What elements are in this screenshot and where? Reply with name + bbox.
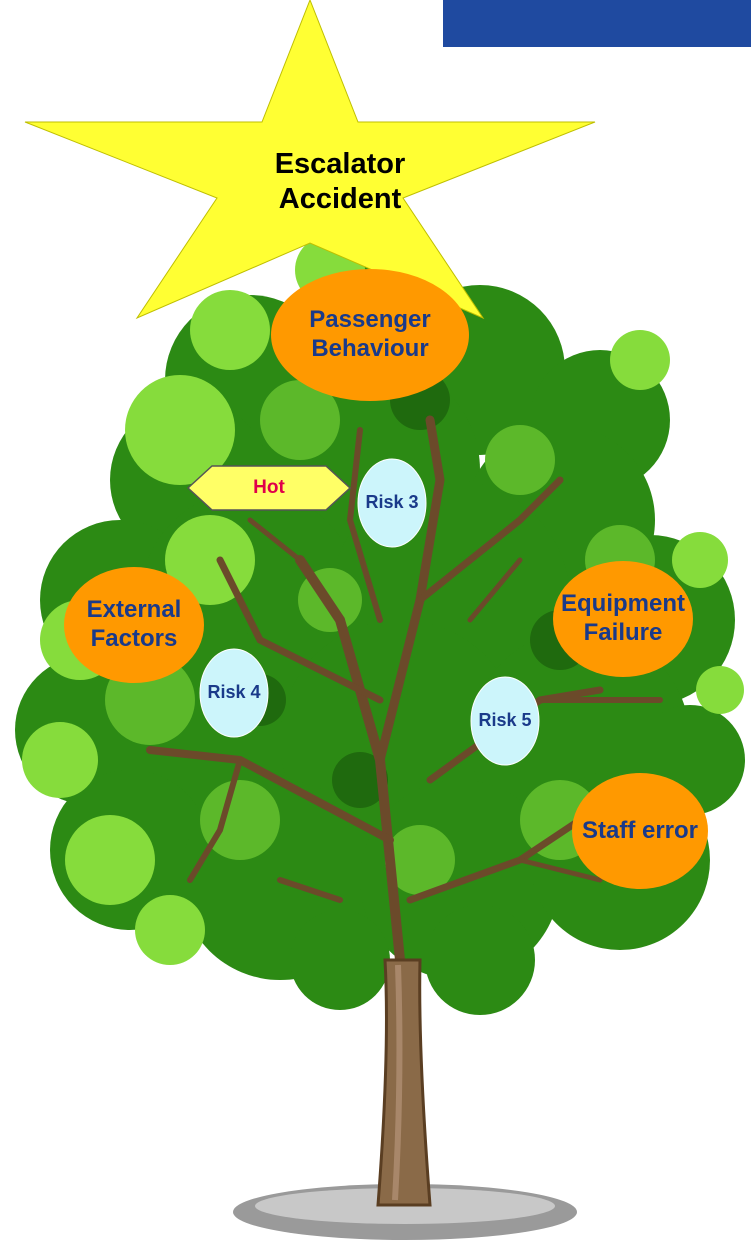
root-event-label-line2: Accident	[279, 182, 401, 217]
cause-label-equipment: Equipment Failure	[538, 584, 708, 654]
risk-label-5: Risk 5	[467, 708, 543, 734]
hot-tag-label: Hot	[212, 475, 326, 501]
risk-label-3: Risk 3	[354, 490, 430, 516]
risk-label-4: Risk 4	[196, 680, 272, 706]
cause-label-passenger: Passenger Behaviour	[275, 300, 465, 370]
cause-label-equipment-line1: Equipment	[561, 590, 685, 619]
cause-label-external-line1: External	[87, 596, 182, 625]
root-event-label: Escalator Accident	[250, 140, 430, 224]
cause-label-staff-line1: Staff error	[582, 817, 698, 846]
header-banner	[443, 0, 751, 47]
cause-label-external-line2: Factors	[91, 625, 178, 654]
cause-label-passenger-line2: Behaviour	[311, 335, 428, 364]
cause-label-external: External Factors	[64, 590, 204, 660]
cause-label-passenger-line1: Passenger	[309, 306, 430, 335]
tree-trunk	[378, 960, 430, 1205]
cause-label-equipment-line2: Failure	[584, 619, 663, 648]
root-event-label-line1: Escalator	[275, 147, 406, 182]
cause-label-staff: Staff error	[565, 811, 715, 851]
